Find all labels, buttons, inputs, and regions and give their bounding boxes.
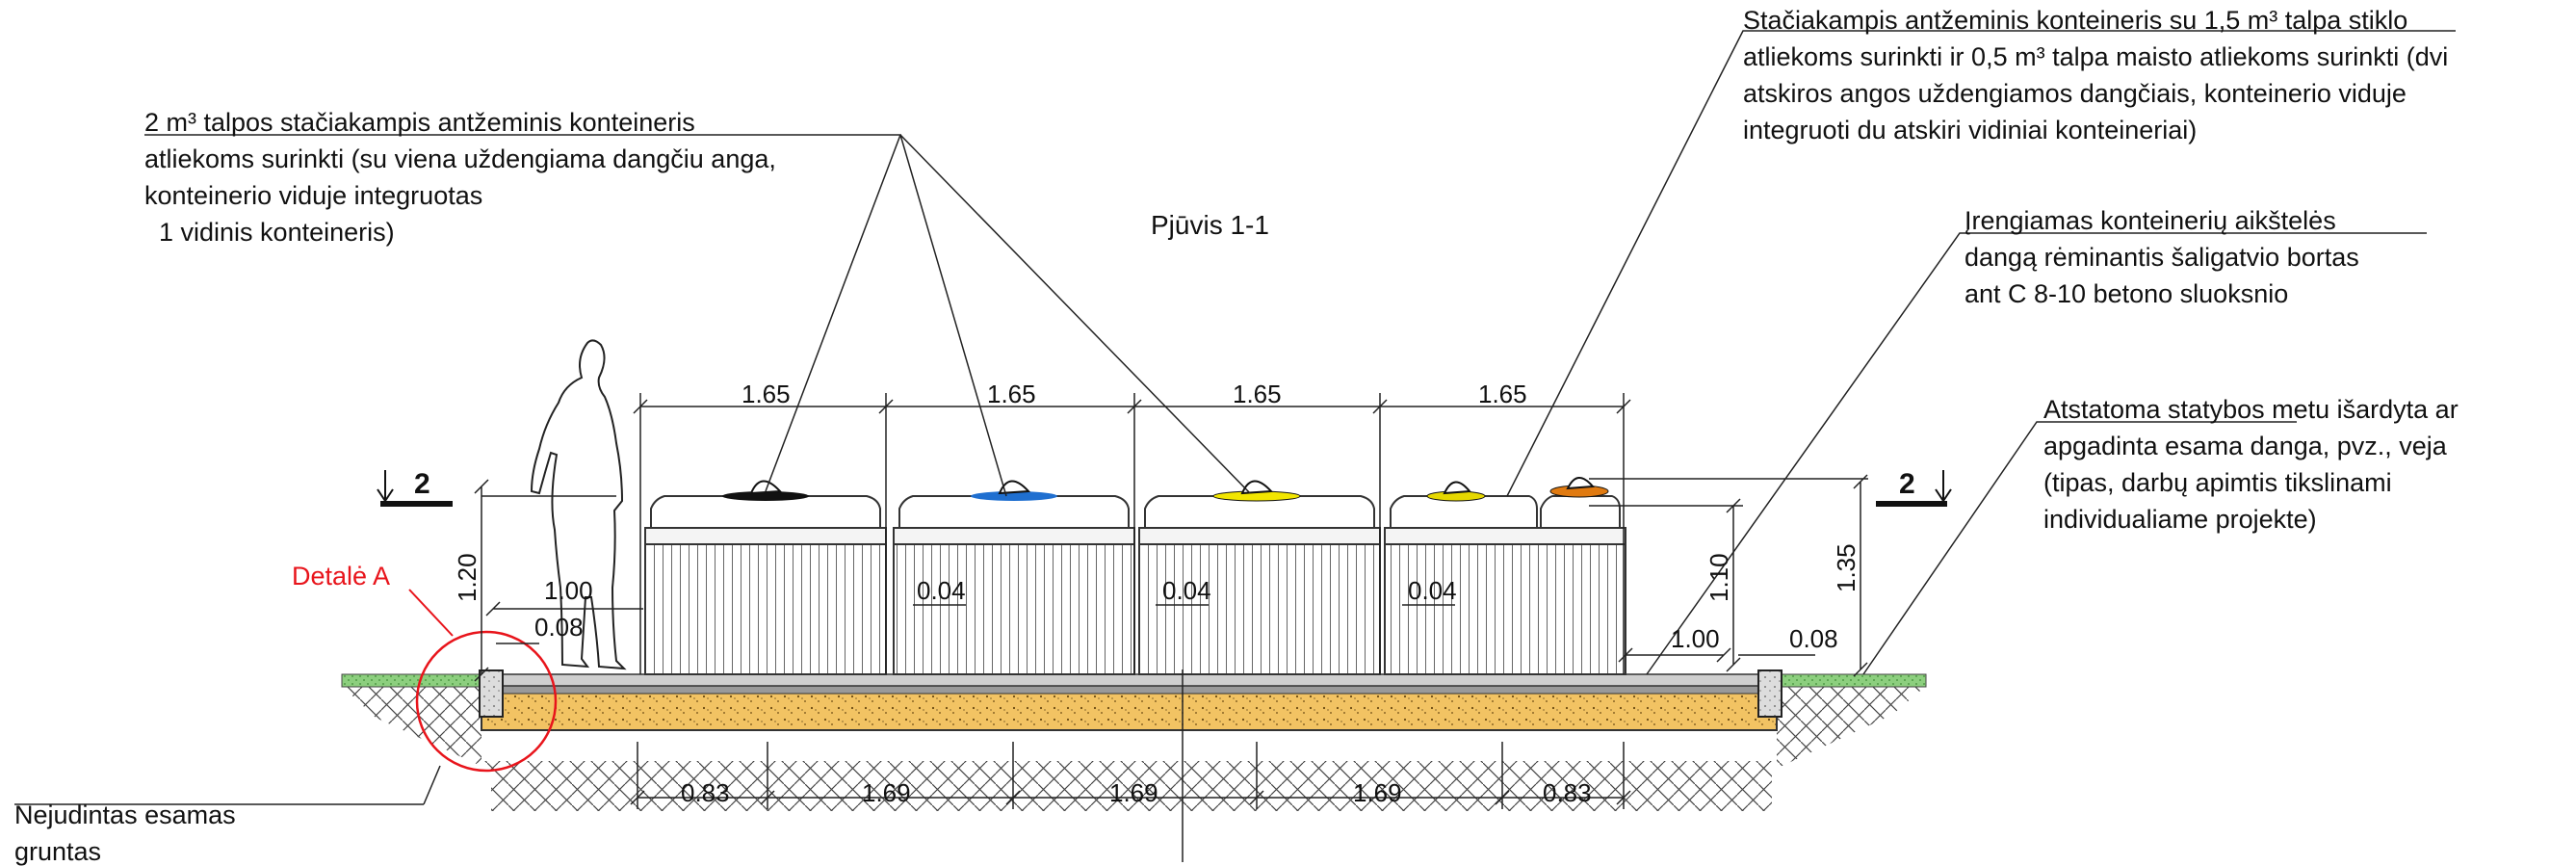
annotation-undisturbed-soil: Nejudintas esamas gruntas xyxy=(14,800,236,866)
section-marker-left-label: 2 xyxy=(414,468,430,500)
curb-left xyxy=(479,669,504,718)
dim-gap-1: 0.04 xyxy=(917,576,966,605)
dim-bottom-5: 0.83 xyxy=(1543,778,1592,807)
grass-left xyxy=(341,673,482,688)
annotation-line: konteinerio viduje integruotas xyxy=(144,181,482,210)
dim-bottom-1: 0.83 xyxy=(681,778,730,807)
paving-layer xyxy=(481,685,1778,695)
dim-left-curb: 0.08 xyxy=(534,613,584,642)
dim-height-right-inner: 1.10 xyxy=(1704,553,1733,602)
annotation-line: dangą rėminantis šaligatvio bortas xyxy=(1965,243,2359,272)
section-marker-right: 2 xyxy=(1876,468,1952,507)
annotation-container-2m3: 2 m³ talpos stačiakampis antžeminis kont… xyxy=(144,108,776,247)
annotation-curb: Įrengiamas konteinerių aikštelės dangą r… xyxy=(1965,206,2359,308)
dim-top-1: 1.65 xyxy=(742,380,791,408)
dim-top-2: 1.65 xyxy=(987,380,1036,408)
annotation-line: Nejudintas esamas xyxy=(14,800,236,829)
dim-right-offset: 1.00 xyxy=(1671,624,1720,653)
pavement-surface xyxy=(500,673,1761,687)
annotation-line: individualiame projekte) xyxy=(2043,505,2317,534)
annotation-line: ant C 8-10 betono sluoksnio xyxy=(1965,279,2288,308)
annotation-line: Įrengiamas konteinerių aikštelės xyxy=(1965,206,2336,235)
dimension-lines xyxy=(474,393,1868,809)
annotation-line: atliekoms surinkti ir 0,5 m³ talpa maist… xyxy=(1743,42,2448,71)
annotation-restored-cover: Atstatoma statybos metu išardyta ar apga… xyxy=(2043,395,2459,534)
dim-bottom-4: 1.69 xyxy=(1353,778,1402,807)
detail-a-label[interactable]: Detalė A xyxy=(292,562,390,590)
dim-bottom-2: 1.69 xyxy=(862,778,911,807)
container-4-glass-food xyxy=(1384,477,1626,675)
dim-height-left: 1.20 xyxy=(453,553,481,602)
annotation-line: atskiros angos uždengiamos dangčiais, ko… xyxy=(1743,79,2407,108)
section-title: Pjūvis 1-1 xyxy=(1151,210,1269,240)
grass-right xyxy=(1776,673,1927,688)
annotation-line: 2 m³ talpos stačiakampis antžeminis kont… xyxy=(144,108,695,137)
annotation-line: Stačiakampis antžeminis konteineris su 1… xyxy=(1743,6,2407,35)
section-marker-left: 2 xyxy=(377,468,453,507)
container-2 xyxy=(893,480,1135,675)
container-1 xyxy=(644,480,887,675)
dimension-labels: 1.65 1.65 1.65 1.65 0.04 0.04 0.04 0.83 … xyxy=(453,380,1860,807)
dim-bottom-3: 1.69 xyxy=(1109,778,1158,807)
dim-top-3: 1.65 xyxy=(1233,380,1282,408)
dim-height-right-outer: 1.35 xyxy=(1832,543,1860,592)
leader-lines xyxy=(14,30,2456,862)
ground xyxy=(341,669,1927,811)
annotation-line: 1 vidinis konteineris) xyxy=(144,218,395,247)
annotation-line: atliekoms surinkti (su viena uždengiama … xyxy=(144,144,776,173)
annotation-line: (tipas, darbų apimtis tikslinami xyxy=(2043,468,2392,497)
annotation-line: Atstatoma statybos metu išardyta ar xyxy=(2043,395,2459,424)
dim-gap-3: 0.04 xyxy=(1408,576,1457,605)
dim-top-4: 1.65 xyxy=(1478,380,1527,408)
curb-right xyxy=(1757,669,1782,718)
annotation-line: gruntas xyxy=(14,837,101,866)
dim-gap-2: 0.04 xyxy=(1162,576,1211,605)
dim-right-curb: 0.08 xyxy=(1789,624,1838,653)
annotation-line: integruoti du atskiri vidiniai konteiner… xyxy=(1743,116,2197,144)
annotation-container-glass-food: Stačiakampis antžeminis konteineris su 1… xyxy=(1743,6,2448,144)
human-silhouette xyxy=(530,339,627,670)
annotation-line: apgadinta esama danga, pvz., veja xyxy=(2043,432,2448,460)
containers xyxy=(644,477,1626,675)
container-3 xyxy=(1138,480,1381,675)
dim-left-offset: 1.00 xyxy=(544,576,593,605)
sand-base-layer xyxy=(481,691,1778,731)
detail-a-circle[interactable] xyxy=(415,630,558,773)
section-marker-right-label: 2 xyxy=(1899,468,1915,500)
